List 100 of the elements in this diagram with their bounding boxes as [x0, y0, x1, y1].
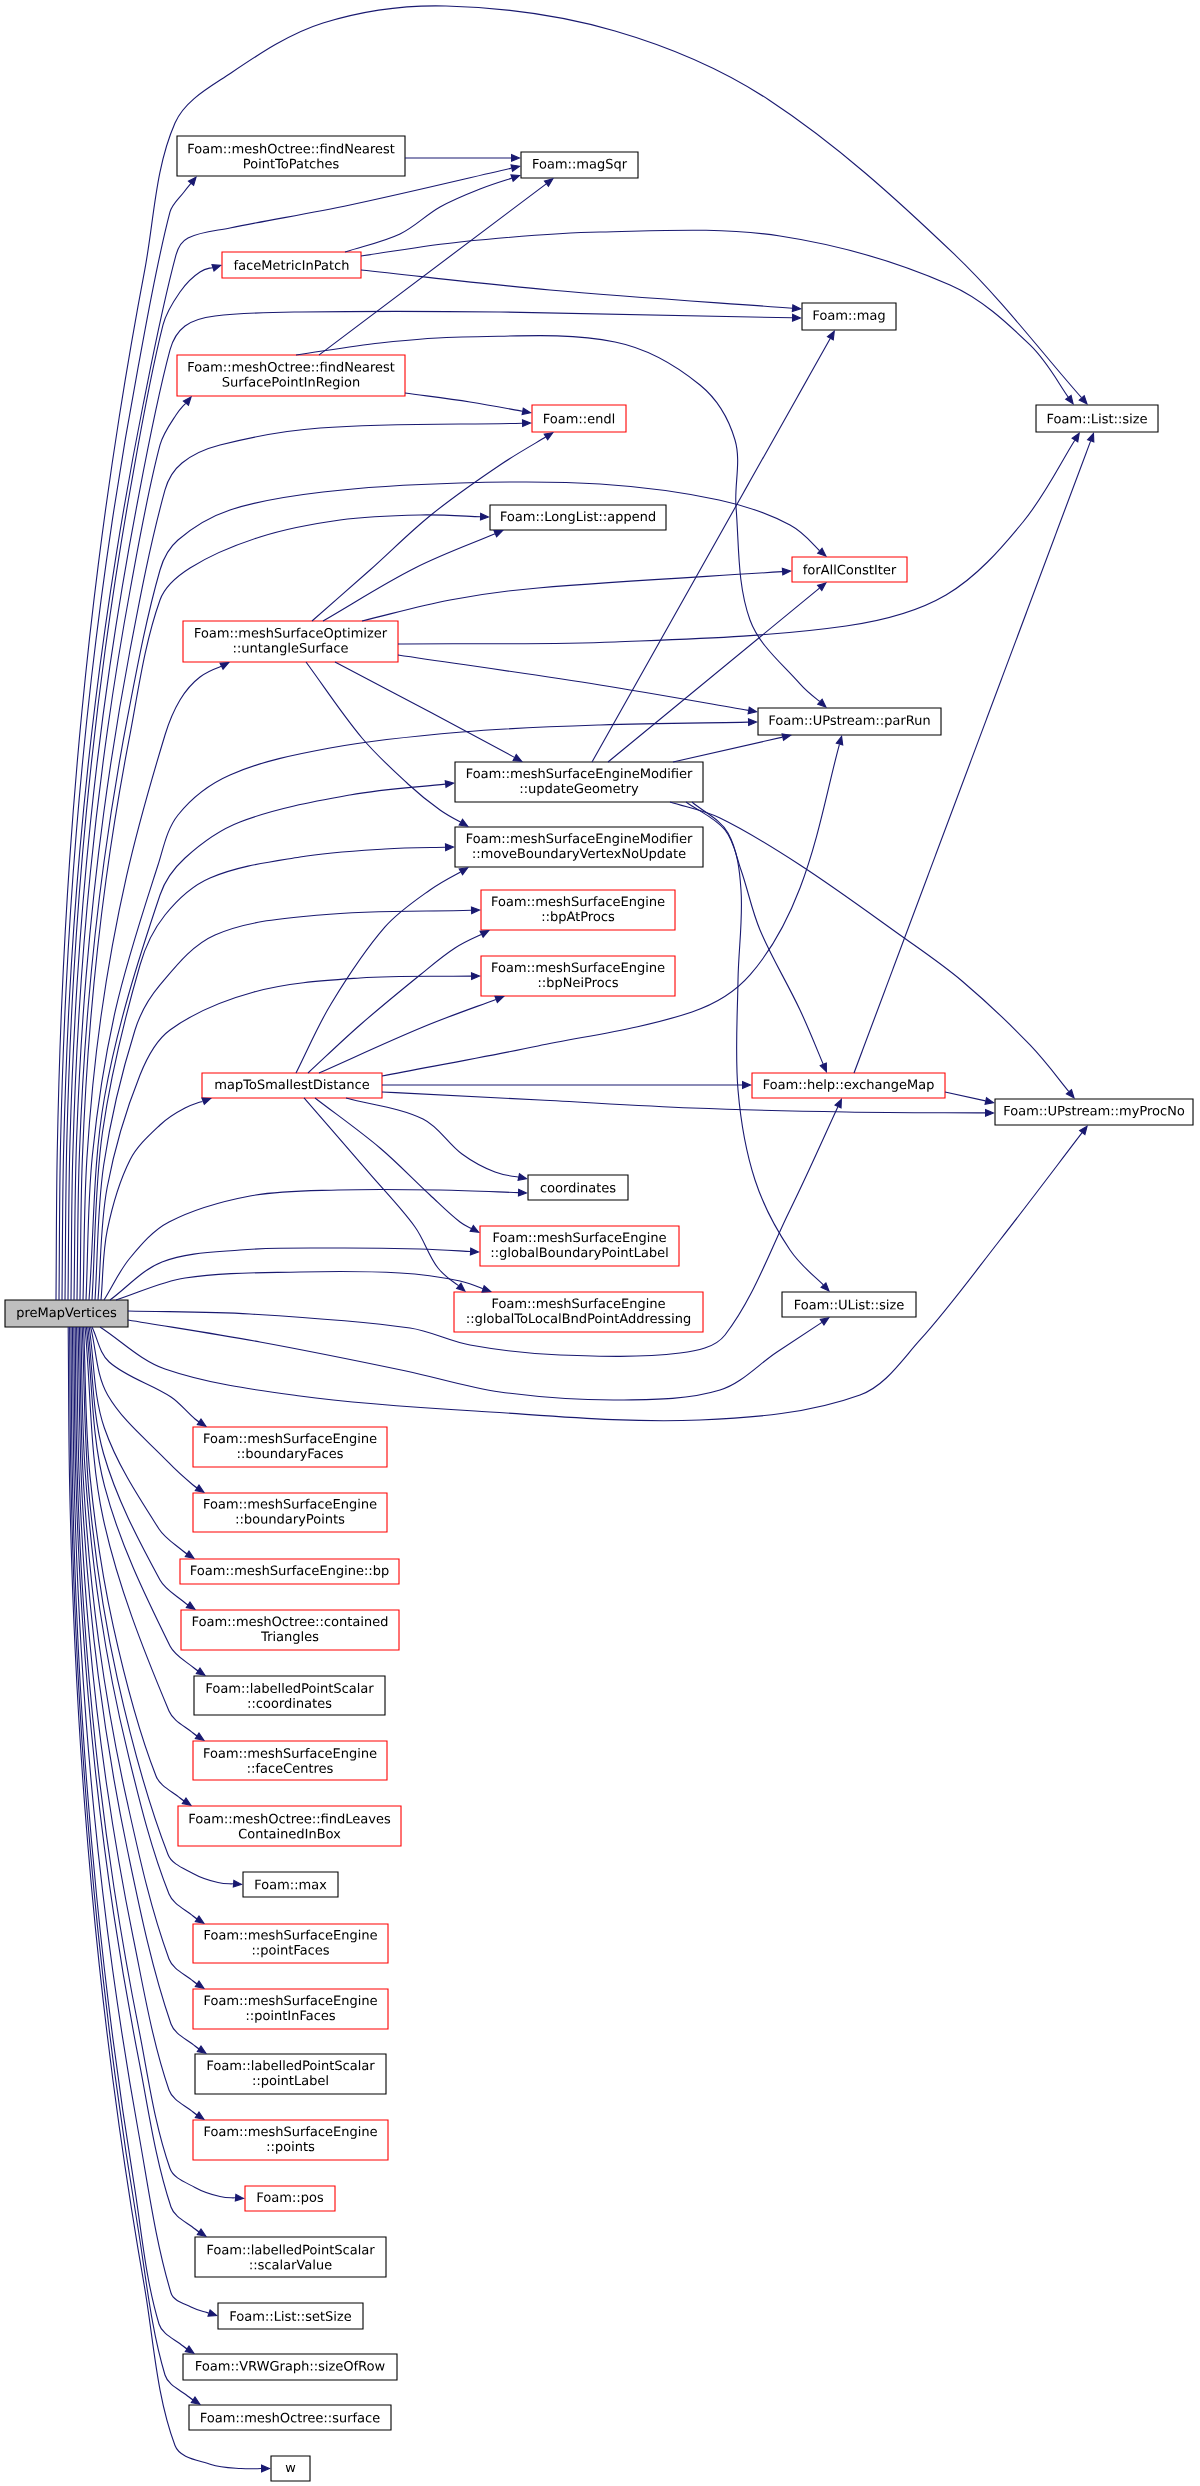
arrow	[103, 1188, 528, 1301]
function-box: Foam::meshOctree::findNearest SurfacePointInRegion	[176, 354, 406, 397]
arrow	[691, 801, 830, 1292]
arrow	[672, 733, 792, 763]
arrow	[311, 432, 554, 622]
function-box: w	[270, 2455, 311, 2482]
arrow	[397, 432, 1080, 645]
arrow	[397, 654, 758, 715]
function-box: Foam::magSqr	[520, 151, 639, 179]
arrow	[109, 1247, 480, 1301]
function-box: Foam::help::exchangeMap	[751, 1072, 946, 1099]
arrow	[81, 1326, 243, 1888]
arrow	[58, 176, 197, 1301]
function-box: Foam::meshSurfaceEngine ::boundaryPoints	[192, 1492, 388, 1533]
function-box: Foam::meshSurfaceEngine::bp	[179, 1558, 400, 1585]
function-box: coordinates	[527, 1174, 629, 1201]
function-box: Foam::meshOctree::contained Triangles	[180, 1609, 400, 1651]
arrow	[318, 995, 505, 1074]
function-box: Foam::labelledPointScalar ::scalarValue	[194, 2236, 387, 2278]
function-box: Foam::List::size	[1035, 404, 1159, 433]
function-box: faceMetricInPatch	[221, 251, 362, 279]
arrow	[127, 1317, 830, 1401]
function-box: Foam::meshOctree::findNearest PointToPatches	[176, 135, 406, 177]
arrow	[360, 269, 802, 313]
function-box: Foam::meshSurfaceEngine ::faceCentres	[192, 1740, 388, 1781]
arrow	[303, 1097, 466, 1292]
function-box: Foam::meshOctree::surface	[188, 2404, 392, 2431]
function-box: Foam::meshSurfaceEngine ::points	[192, 2119, 389, 2161]
function-box: Foam::labelledPointScalar ::coordinates	[193, 1675, 386, 1716]
function-box: Foam::meshSurfaceEngineModifier ::moveBoundaryVertexNoUpdate	[454, 826, 704, 868]
arrow	[64, 264, 222, 1301]
arrow	[853, 432, 1095, 1074]
arrow	[127, 1098, 842, 1357]
arrow	[115, 1270, 492, 1301]
arrow	[91, 1326, 207, 1427]
function-box: Foam::meshOctree::findLeaves ContainedInBox	[177, 1805, 402, 1847]
arrow	[90, 1326, 205, 1493]
arrow	[67, 310, 802, 1301]
arrow	[85, 1326, 206, 1676]
arrow	[61, 164, 521, 1301]
arrow	[314, 1097, 480, 1233]
arrow	[79, 512, 490, 1301]
arrow	[55, 5, 1088, 1301]
arrow	[83, 1326, 192, 1806]
arrow	[85, 718, 758, 1301]
function-box: Foam::VRWGraph::sizeOfRow	[182, 2353, 398, 2381]
arrow	[404, 392, 532, 416]
function-box: Foam::labelledPointScalar ::pointLabel	[194, 2053, 387, 2095]
arrow	[97, 972, 481, 1301]
function-box: Foam::List::setSize	[217, 2302, 364, 2330]
function-box: Foam::max	[242, 1871, 339, 1898]
arrow	[71, 1326, 218, 2317]
function-box: Foam::meshSurfaceEngine ::pointInFaces	[192, 1988, 389, 2030]
function-box: Foam::meshSurfaceEngineModifier ::updateGeometry	[454, 761, 704, 803]
function-box: forAllConstIter	[791, 556, 908, 583]
arrow	[70, 396, 192, 1301]
function-box: Foam::meshSurfaceOptimizer ::untangleSurface	[182, 620, 399, 663]
function-box: Foam::UPstream::myProcNo	[994, 1098, 1194, 1126]
arrow	[685, 801, 827, 1073]
arrow	[591, 330, 835, 763]
arrow	[334, 661, 523, 762]
arrow	[99, 1125, 1088, 1422]
arrow	[73, 419, 532, 1301]
arrow	[295, 867, 469, 1074]
function-box: Foam::meshSurfaceEngine ::globalBoundaryPointLabel	[479, 1225, 680, 1267]
function-box: Foam::meshSurfaceEngine ::globalToLocalBndPointAddressing	[453, 1291, 704, 1333]
arrow	[100, 1097, 212, 1301]
arrow	[322, 530, 504, 622]
arrow	[944, 1091, 995, 1105]
function-box: Foam::meshSurfaceEngine ::boundaryFaces	[192, 1426, 388, 1468]
function-box: Foam::meshSurfaceEngine ::pointFaces	[192, 1923, 389, 1964]
function-box: Foam::meshSurfaceEngine ::bpAtProcs	[480, 889, 676, 931]
function-box: Foam::mag	[801, 302, 897, 331]
arrow	[67, 1326, 271, 2473]
arrow	[88, 1326, 195, 1559]
arrow	[669, 801, 1075, 1099]
arrow	[87, 1326, 196, 1610]
function-box: Foam::pos	[244, 2185, 336, 2212]
arrow	[607, 582, 827, 763]
arrow	[295, 335, 827, 708]
arrow	[361, 567, 792, 622]
arrow	[344, 174, 521, 253]
function-box: mapToSmallestDistance	[201, 1072, 383, 1099]
arrow	[345, 1097, 528, 1181]
function-box: preMapVertices	[4, 1299, 129, 1328]
arrow	[73, 1326, 207, 2237]
arrow	[82, 662, 230, 1301]
function-box: Foam::LongList::append	[489, 504, 667, 531]
arrow	[318, 178, 554, 356]
arrow	[94, 906, 481, 1301]
arrow	[381, 735, 844, 1077]
function-box: Foam::meshSurfaceEngine ::bpNeiProcs	[480, 955, 676, 997]
arrow	[307, 930, 490, 1074]
function-box: Foam::UPstream::parRun	[757, 707, 942, 736]
arrow	[76, 481, 827, 1301]
arrow	[74, 1326, 245, 2202]
arrow	[360, 229, 1074, 405]
arrow	[84, 1326, 205, 1741]
arrow	[305, 661, 469, 827]
function-box: Foam::endl	[531, 404, 627, 433]
